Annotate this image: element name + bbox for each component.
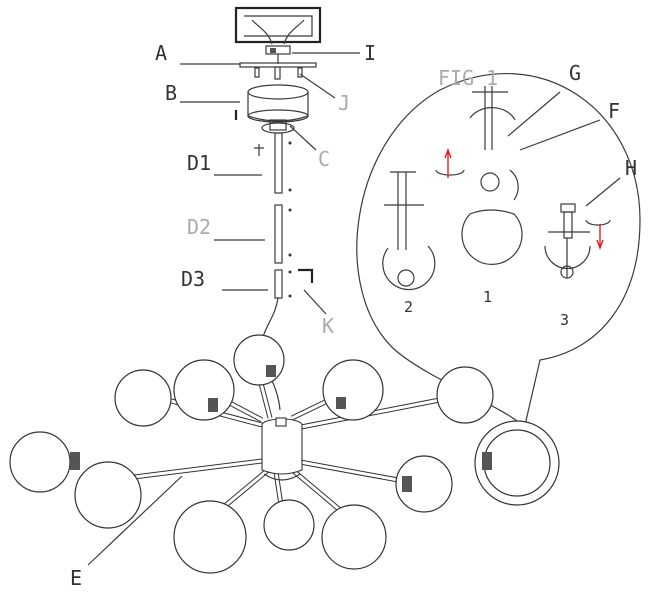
ceiling-junction-box (234, 6, 322, 45)
label-d3: D3 (181, 267, 205, 291)
label-e: E (70, 566, 82, 590)
fig-title: FIG 1 (438, 66, 498, 90)
step-1-label: 1 (483, 288, 492, 306)
label-j: J (338, 91, 350, 115)
step-2-glass-install (382, 171, 436, 291)
rod-d3 (274, 269, 292, 299)
label-b: B (165, 81, 177, 105)
leader-f (519, 119, 601, 151)
label-d2: D2 (187, 215, 211, 239)
label-c: C (318, 147, 330, 171)
mounting-plate (239, 62, 317, 80)
chandelier-body (9, 334, 560, 574)
rod-d2 (274, 204, 292, 264)
step-1-glass-globe (435, 86, 523, 265)
label-g: G (569, 61, 581, 85)
wire-connectors (265, 45, 291, 64)
canopy (234, 84, 309, 123)
small-screw (254, 144, 264, 156)
label-a: A (155, 41, 167, 65)
allen-key (298, 268, 314, 283)
leader-lines (87, 52, 360, 566)
leader-g (507, 91, 561, 137)
step-2-label: 2 (404, 298, 413, 316)
fig1-callout-bubble (356, 73, 641, 426)
label-k: K (322, 314, 334, 338)
leader-h (585, 177, 621, 207)
label-i: I (364, 41, 376, 65)
rod-d1 (274, 132, 292, 194)
label-h: H (625, 156, 637, 180)
label-f: F (608, 99, 620, 123)
label-d1: D1 (187, 151, 211, 175)
step-3-bulb-install (544, 203, 611, 279)
step-3-label: 3 (560, 311, 569, 329)
